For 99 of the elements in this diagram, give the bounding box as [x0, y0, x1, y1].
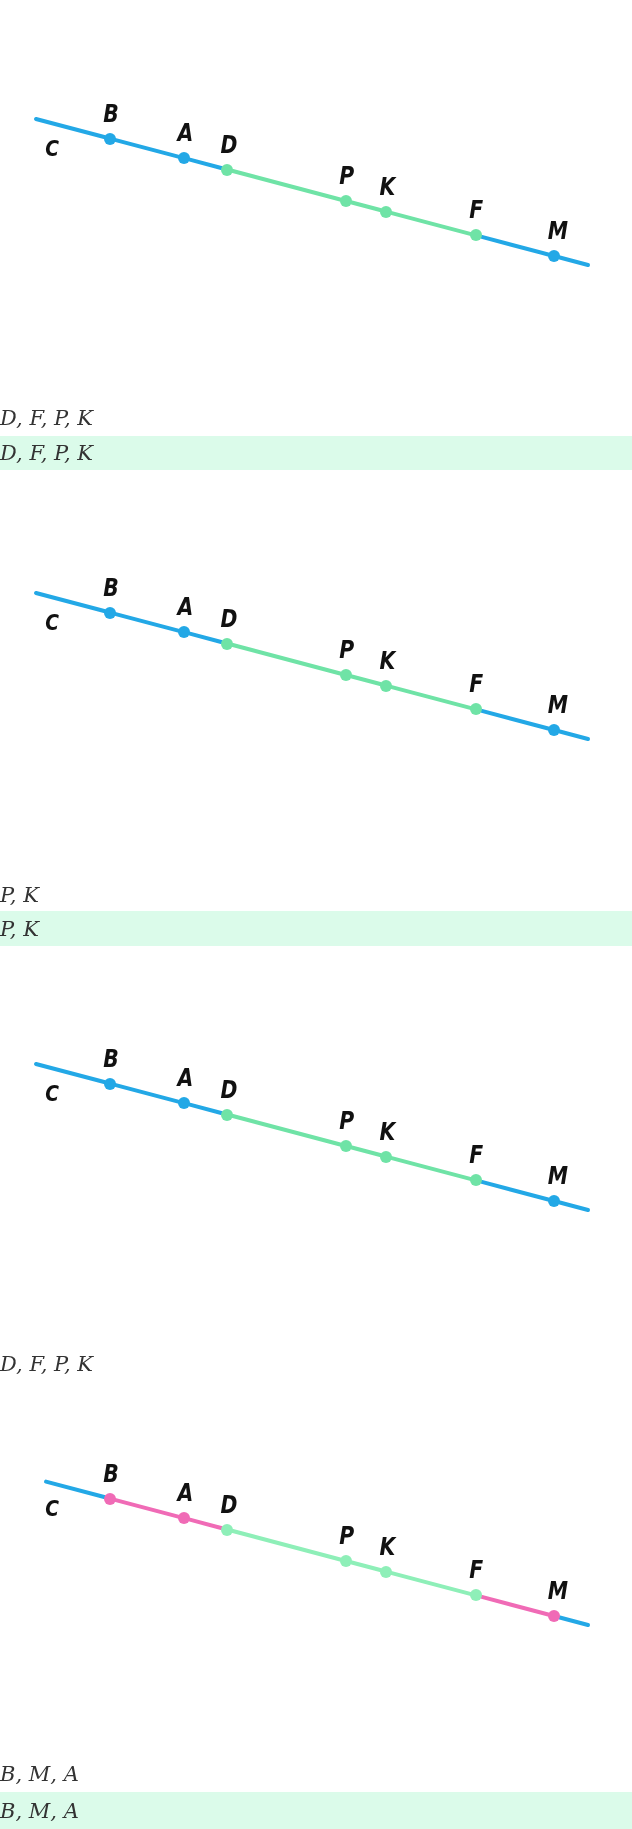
- highlighted-answer: D, F, P, K: [0, 436, 632, 470]
- point-dot: [178, 152, 190, 165]
- line-segment: [187, 631, 224, 644]
- line-segment: [479, 1179, 551, 1202]
- point-dot: [470, 703, 482, 716]
- point-letter: A: [177, 1065, 194, 1092]
- line-segment: [34, 591, 107, 614]
- point-dot: [340, 669, 352, 681]
- point-dot: [380, 679, 392, 692]
- line-segment: [187, 1102, 224, 1115]
- point-dot: [178, 1097, 190, 1110]
- point-dot: [104, 1492, 116, 1505]
- line-segment: [349, 200, 383, 213]
- line-segment: [557, 255, 590, 267]
- point-letter: B: [103, 1045, 119, 1072]
- point-dot: [380, 205, 392, 218]
- point-letter: D: [220, 1491, 238, 1518]
- point-letter: D: [220, 605, 238, 632]
- point-letter: K: [379, 1533, 396, 1560]
- line-segment: [230, 1114, 343, 1147]
- line-segment: [479, 1594, 551, 1617]
- point-letter: K: [379, 1118, 396, 1145]
- line-segment: [389, 1571, 473, 1596]
- point-letter: M: [547, 1578, 569, 1604]
- line-segment: [113, 138, 181, 159]
- point-letter: B: [103, 1460, 119, 1487]
- point-dot: [104, 132, 116, 145]
- point-letter: F: [469, 1557, 484, 1584]
- point-dot: [548, 1610, 560, 1622]
- line-letter: C: [45, 610, 59, 636]
- point-dot: [221, 1108, 233, 1121]
- point-letter: F: [469, 197, 484, 224]
- point-letter: K: [379, 647, 396, 674]
- point-dot: [178, 626, 190, 639]
- point-letter: K: [379, 173, 396, 200]
- point-dot: [380, 1565, 392, 1578]
- answer-text: B, M, A: [0, 1761, 79, 1788]
- line-segment: [230, 643, 343, 676]
- point-dot: [470, 229, 482, 242]
- line-segment: [113, 1498, 181, 1519]
- point-dot: [221, 637, 233, 650]
- line-segment: [557, 729, 590, 741]
- point-dot: [548, 1195, 560, 1207]
- line-segment: [349, 1560, 383, 1573]
- point-letter: A: [177, 120, 194, 147]
- point-dot: [221, 1523, 233, 1536]
- point-dot: [104, 1077, 116, 1090]
- line-segment: [349, 674, 383, 687]
- answer-text: D, F, P, K: [0, 405, 93, 432]
- point-letter: M: [547, 218, 569, 244]
- point-letter: P: [339, 1523, 355, 1549]
- point-letter: F: [469, 671, 484, 698]
- line-segment: [230, 169, 343, 202]
- highlighted-answer: P, K: [0, 911, 632, 946]
- line-letter: C: [45, 1496, 59, 1522]
- line-segment: [479, 234, 551, 257]
- point-dot: [548, 250, 560, 262]
- line-segment: [34, 117, 107, 140]
- line-segment: [34, 1062, 107, 1085]
- point-letter: D: [220, 1076, 238, 1103]
- point-letter: B: [103, 574, 119, 601]
- point-dot: [340, 1140, 352, 1152]
- point-dot: [221, 163, 233, 176]
- line-segment: [230, 1529, 343, 1562]
- answer-text: P, K: [0, 882, 39, 909]
- point-letter: P: [339, 637, 355, 663]
- point-dot: [104, 606, 116, 619]
- point-letter: P: [339, 1108, 355, 1134]
- point-letter: B: [103, 100, 119, 127]
- highlighted-answer: B, M, A: [0, 1792, 632, 1829]
- point-letter: P: [339, 163, 355, 189]
- line-segment: [44, 1479, 107, 1500]
- point-dot: [470, 1589, 482, 1602]
- point-dot: [548, 724, 560, 736]
- line-segment: [389, 1156, 473, 1181]
- line-segment: [187, 157, 224, 170]
- point-letter: M: [547, 1163, 569, 1189]
- line-segment: [557, 1615, 590, 1627]
- point-dot: [470, 1174, 482, 1187]
- line-segment: [113, 612, 181, 633]
- line-segment: [389, 211, 473, 236]
- point-dot: [340, 195, 352, 207]
- point-letter: A: [177, 1480, 194, 1507]
- line-segment: [187, 1517, 224, 1530]
- line-segment: [557, 1200, 590, 1212]
- point-letter: A: [177, 594, 194, 621]
- line-letter: C: [45, 1081, 59, 1107]
- line-segment: [113, 1083, 181, 1104]
- point-dot: [380, 1150, 392, 1163]
- point-dot: [340, 1555, 352, 1567]
- line-letter: C: [45, 136, 59, 162]
- line-segment: [389, 685, 473, 710]
- point-dot: [178, 1512, 190, 1525]
- line-segment: [479, 708, 551, 731]
- line-segment: [349, 1145, 383, 1158]
- point-letter: M: [547, 692, 569, 718]
- point-letter: F: [469, 1142, 484, 1169]
- answer-text: D, F, P, K: [0, 1351, 93, 1378]
- point-letter: D: [220, 131, 238, 158]
